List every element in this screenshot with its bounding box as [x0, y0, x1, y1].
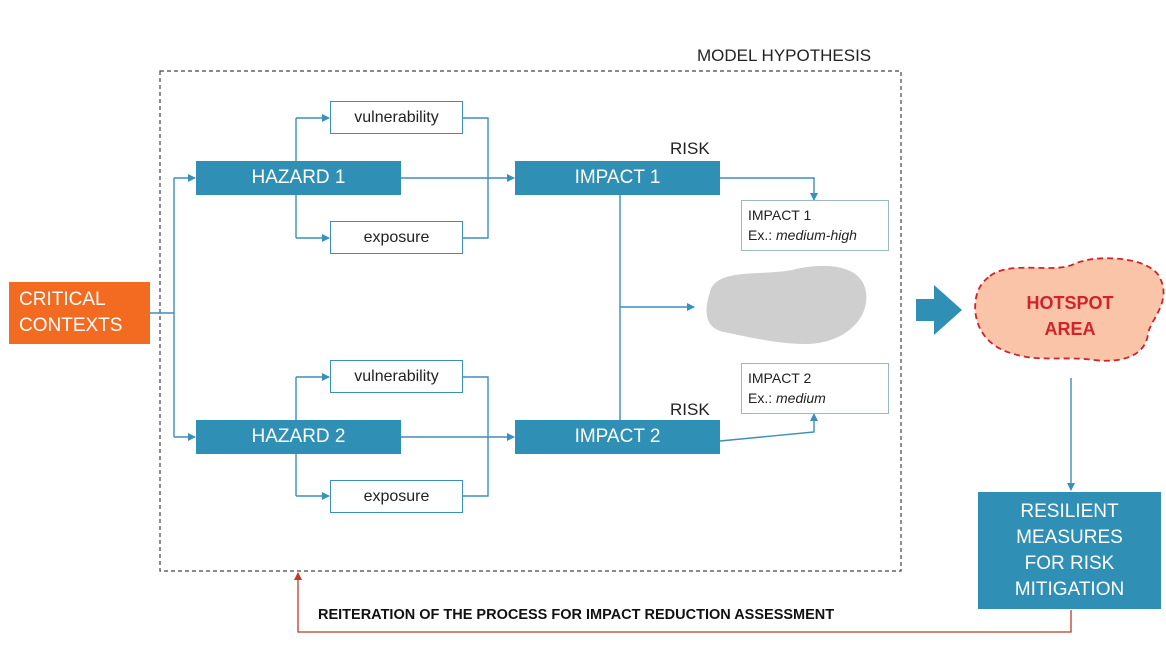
arrow-to-impact2-result: [719, 413, 818, 442]
impact-2-result-level: medium: [776, 390, 826, 406]
critical-contexts-line2: CONTEXTS: [19, 315, 123, 336]
measures-line3: FOR RISK: [1024, 552, 1115, 574]
risk-label-2: RISK: [670, 400, 710, 419]
arrow-to-impact1-result: [720, 177, 818, 201]
impact-2-result-title: IMPACT 2: [748, 370, 812, 386]
hotspot-label: HOTSPOT AREA: [990, 286, 1150, 346]
risk-label-1: RISK: [670, 139, 710, 158]
model-hypothesis-title: MODEL HYPOTHESIS: [697, 46, 872, 65]
impact-2-result-box: IMPACT 2 Ex.: medium: [741, 363, 889, 414]
exposure-1-box: exposure: [330, 221, 463, 254]
vulnerability-1-box: vulnerability: [330, 101, 463, 134]
impact-2-result-example: Ex.: medium: [748, 388, 882, 408]
impact-2-result-prefix: Ex.:: [748, 390, 777, 406]
impact-1-result-example: Ex.: medium-high: [748, 225, 882, 245]
resilient-measures-box: RESILIENT MEASURES FOR RISK MITIGATION: [978, 492, 1161, 609]
hotspot-line1: HOTSPOT: [1026, 293, 1114, 313]
critical-contexts-line1: CRITICAL: [19, 289, 106, 310]
hotspot-line2: AREA: [1044, 319, 1096, 339]
big-arrow-icon: [916, 285, 962, 335]
measures-line4: MITIGATION: [1014, 578, 1125, 600]
impact-2-box: IMPACT 2: [515, 420, 720, 454]
exposure-2-box: exposure: [330, 480, 463, 513]
critical-contexts-box: CRITICAL CONTEXTS: [9, 282, 150, 344]
vulnerability-2-box: vulnerability: [330, 360, 463, 393]
impact-1-result-title: IMPACT 1: [748, 207, 812, 223]
model-hypothesis-frame: [159, 70, 902, 572]
impact-1-result-box: IMPACT 1 Ex.: medium-high: [741, 200, 889, 251]
impact-1-result-level: medium-high: [776, 227, 857, 243]
measures-line1: RESILIENT: [1020, 500, 1119, 522]
risk-area-shape: [706, 265, 867, 344]
reiteration-label: REITERATION OF THE PROCESS FOR IMPACT RE…: [318, 607, 835, 623]
impact-1-box: IMPACT 1: [515, 161, 720, 195]
measures-line2: MEASURES: [1016, 526, 1123, 548]
impact-1-result-prefix: Ex.:: [748, 227, 777, 243]
hazard-1-box: HAZARD 1: [196, 161, 401, 195]
reiteration-feedback-line: [294, 572, 1072, 633]
hotspot-area-shape: [974, 257, 1165, 362]
hazard-2-box: HAZARD 2: [196, 420, 401, 454]
